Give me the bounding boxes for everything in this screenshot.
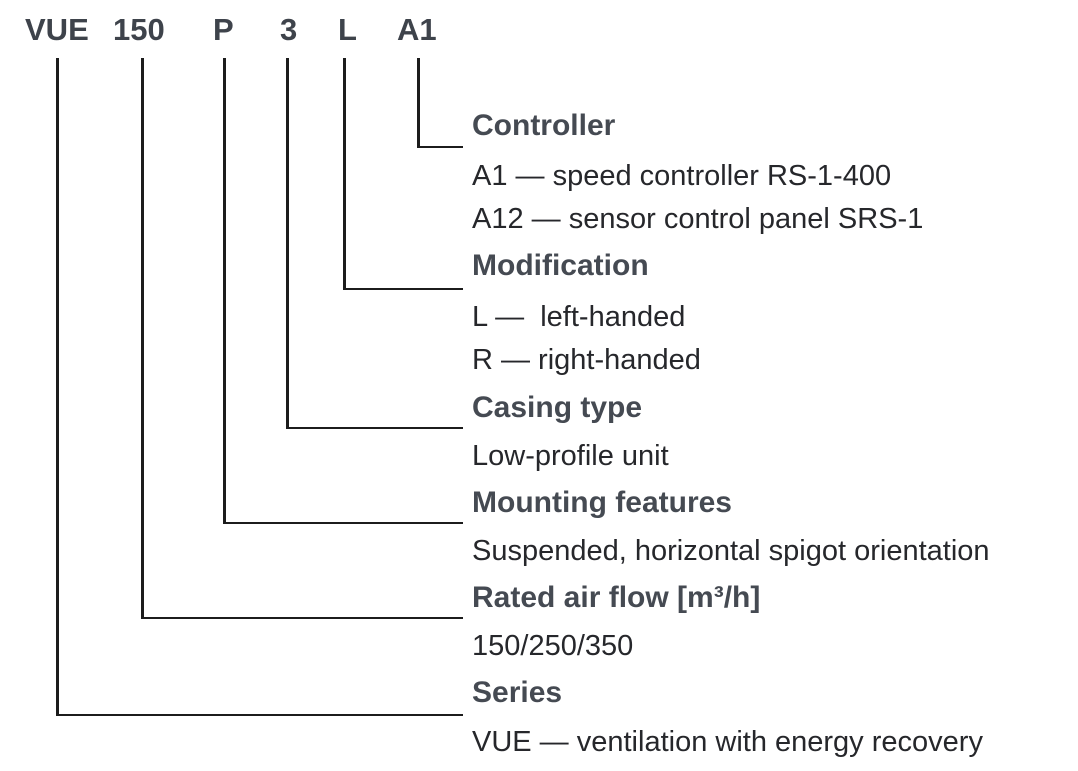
section-title-series: Series: [472, 676, 563, 709]
section-title-modification: Modification: [472, 249, 649, 282]
code-segment-casing: 3: [280, 12, 298, 47]
connector-mounting-horizontal-line: [223, 521, 463, 524]
connector-mounting-vertical-line: [223, 58, 226, 524]
section-item-mounting-features: Suspended, horizontal spigot orientation: [472, 535, 990, 567]
section-title-controller: Controller: [472, 109, 616, 142]
code-segment-airflow: 150: [113, 12, 165, 47]
code-segment-controller: A1: [397, 12, 437, 47]
code-segment-mounting: P: [213, 12, 234, 47]
connector-controller-horizontal-line: [417, 145, 463, 148]
section-item-modification-r: R — right-handed: [472, 344, 701, 376]
connector-controller-vertical-line: [417, 58, 420, 148]
connector-modification-vertical-line: [343, 58, 346, 290]
section-item-rated-air-flow: 150/250/350: [472, 630, 634, 662]
section-item-modification-l: L — left-handed: [472, 301, 686, 333]
section-title-rated-air-flow: Rated air flow [m³/h]: [472, 581, 761, 614]
connector-series-horizontal-line: [56, 713, 463, 716]
section-title-mounting-features: Mounting features: [472, 486, 732, 519]
section-title-casing-type: Casing type: [472, 391, 643, 424]
section-item-controller-a12: A12 — sensor control panel SRS-1: [472, 203, 924, 235]
section-item-controller-a1: A1 — speed controller RS-1-400: [472, 160, 892, 192]
connector-casing-horizontal-line: [286, 426, 463, 429]
connector-airflow-vertical-line: [141, 58, 144, 619]
section-item-casing-type: Low-profile unit: [472, 440, 669, 472]
connector-casing-vertical-line: [286, 58, 289, 429]
connector-series-vertical-line: [56, 58, 59, 716]
code-segment-series: VUE: [25, 12, 89, 47]
connector-modification-horizontal-line: [343, 287, 463, 290]
code-segment-modification: L: [338, 12, 357, 47]
section-item-series: VUE — ventilation with energy recovery: [472, 726, 983, 758]
connector-airflow-horizontal-line: [141, 616, 463, 619]
